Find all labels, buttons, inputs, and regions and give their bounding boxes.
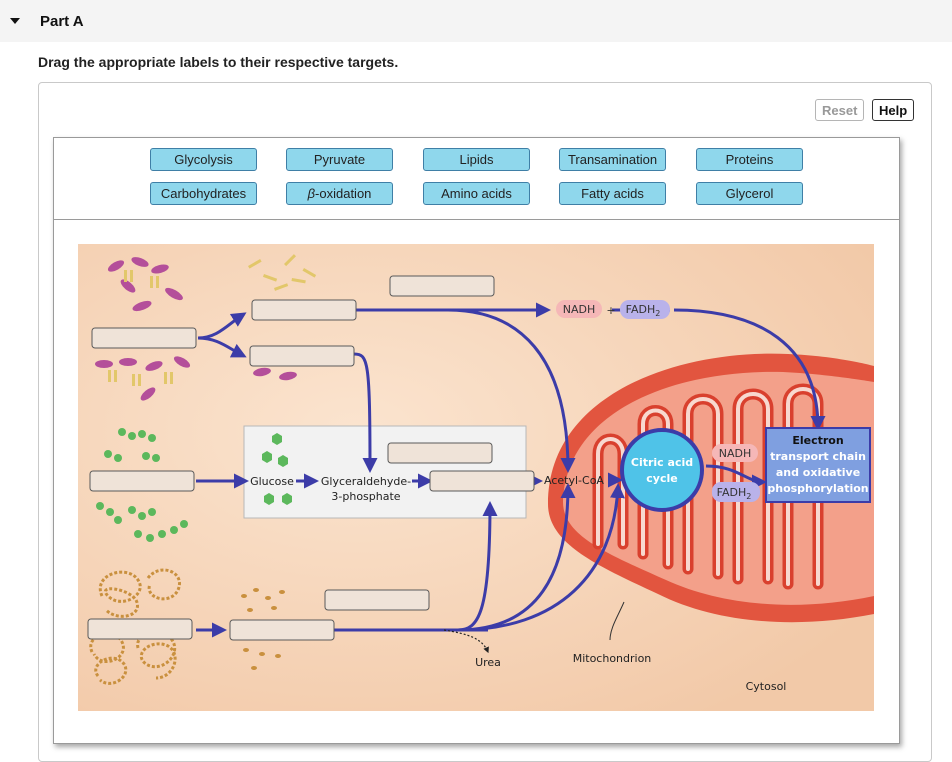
electron-transport-chain-box [765, 427, 871, 503]
beta-oxidation-suffix: -oxidation [315, 186, 372, 201]
label-chip-glycerol[interactable]: Glycerol [696, 182, 803, 205]
label-chip-amino-acids[interactable]: Amino acids [423, 182, 530, 205]
fadh2-right-label: FADH2 [717, 486, 752, 501]
cytosol-label: Cytosol [746, 680, 787, 693]
g3p-label-line1: Glyceraldehyde- [321, 475, 411, 488]
instruction-text: Drag the appropriate labels to their res… [38, 54, 399, 70]
label-chip-pyruvate[interactable]: Pyruvate [286, 148, 393, 171]
amino-acid-molecules-icon [241, 588, 285, 670]
fadh2-top-label: FADH2 [626, 303, 661, 318]
glucose-molecule-icon [262, 433, 292, 505]
etc-line1: Electron [792, 434, 843, 447]
citric-acid-cycle-circle [620, 428, 704, 512]
glucose-label: Glucose [250, 475, 294, 488]
acetyl-coa-label: Acetyl-CoA [544, 474, 604, 487]
metabolism-diagram: Citric acid cycle Electron transport cha… [78, 244, 874, 711]
citric-acid-cycle-line2: cycle [646, 472, 677, 485]
urea-arrow [443, 629, 489, 654]
fadh2-badge-top [620, 300, 670, 319]
protein-molecules-icon [95, 257, 191, 401]
help-button[interactable]: Help [872, 99, 915, 121]
etc-line3: and oxidative [776, 466, 860, 479]
beta-symbol: β [307, 186, 316, 201]
label-tray: Glycolysis Pyruvate Lipids Transaminatio… [54, 138, 899, 220]
part-title: Part A [40, 12, 84, 30]
label-chip-carbohydrates[interactable]: Carbohydrates [150, 182, 257, 205]
question-panel: Reset Help Glycolysis Pyruvate Lipids Tr… [38, 82, 932, 762]
nadh-top-label: NADH [563, 303, 596, 316]
drop-target-3[interactable] [91, 327, 197, 349]
g3p-label-line2: 3-phosphate [331, 490, 400, 503]
nadh-right-label: NADH [719, 447, 752, 460]
label-chip-proteins[interactable]: Proteins [696, 148, 803, 171]
collapse-caret-icon[interactable] [10, 18, 20, 24]
label-chip-lipids[interactable]: Lipids [423, 148, 530, 171]
lipid-molecules-icon [108, 270, 173, 386]
drop-target-1[interactable] [389, 275, 495, 297]
urea-label: Urea [475, 656, 501, 669]
drop-target-10[interactable] [229, 619, 335, 641]
fadh2-badge-right [712, 482, 760, 502]
reset-button[interactable]: Reset [815, 99, 865, 121]
part-header[interactable]: Part A [0, 0, 952, 42]
glycerol-molecules-icon [253, 367, 297, 381]
nadh-badge-right [712, 444, 758, 462]
nadh-badge-top [556, 300, 602, 318]
etc-line2: transport chain [770, 450, 866, 463]
mitochondrion-label: Mitochondrion [573, 652, 652, 665]
label-chip-glycolysis[interactable]: Glycolysis [150, 148, 257, 171]
drop-target-2[interactable] [251, 299, 357, 321]
drop-target-7[interactable] [429, 470, 535, 492]
label-chip-beta-oxidation[interactable]: β-oxidation [286, 182, 393, 205]
pathway-arrows [196, 302, 826, 638]
carbohydrate-molecules-icon [96, 428, 188, 542]
drop-target-8[interactable] [324, 589, 430, 611]
drag-drop-workspace: Glycolysis Pyruvate Lipids Transaminatio… [53, 137, 900, 744]
citric-acid-cycle-line1: Citric acid [631, 456, 693, 469]
etc-line4: phosphorylation [767, 482, 868, 495]
drop-target-4[interactable] [249, 345, 355, 367]
drop-target-6[interactable] [89, 470, 195, 492]
plus-sign: + [606, 304, 615, 317]
drop-target-9[interactable] [87, 618, 193, 640]
drop-target-5[interactable] [387, 442, 493, 464]
mitochondrion-pointer-line [609, 601, 625, 641]
label-chip-transamination[interactable]: Transamination [559, 148, 666, 171]
fatty-acid-molecules-icon [247, 254, 317, 291]
label-chip-fatty-acids[interactable]: Fatty acids [559, 182, 666, 205]
